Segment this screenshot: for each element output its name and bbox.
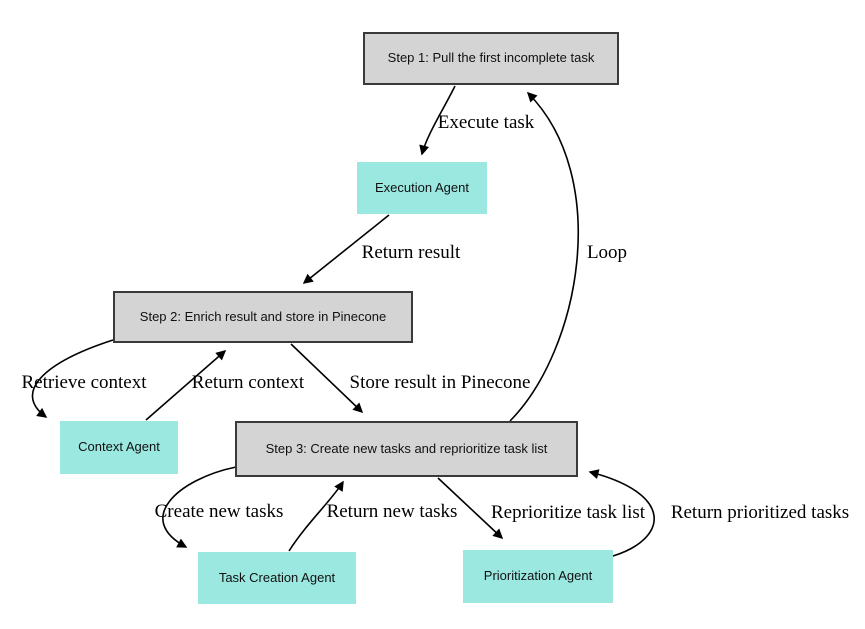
edge-label-reprioritize-task-list: Reprioritize task list [490, 502, 646, 523]
edge-execute-task-arrow [419, 85, 456, 156]
edge-label-create-new-tasks: Create new tasks [154, 501, 284, 522]
edge-reprioritize-arrow [437, 477, 504, 540]
edge-loop-arrow [509, 91, 579, 422]
edge-label-execute-task: Execute task [437, 112, 535, 133]
node-prioritization-agent: Prioritization Agent [463, 550, 613, 603]
node-step1: Step 1: Pull the first incomplete task [363, 32, 619, 85]
edge-label-return-context: Return context [191, 372, 305, 393]
edge-return-prioritized-arrow [588, 469, 655, 557]
edge-create-new-tasks-arrow [162, 466, 237, 548]
node-context-agent: Context Agent [60, 421, 178, 474]
edge-label-return-result: Return result [361, 242, 461, 263]
edge-label-retrieve-context: Retrieve context [21, 372, 147, 393]
node-task-creation-agent: Task Creation Agent [198, 552, 356, 604]
node-step2: Step 2: Enrich result and store in Pinec… [113, 291, 413, 343]
edge-label-return-prioritized-tasks: Return prioritized tasks [670, 502, 850, 523]
edge-store-result-arrow [290, 343, 364, 414]
node-step3: Step 3: Create new tasks and reprioritiz… [235, 421, 578, 477]
edge-return-new-tasks-arrow [288, 480, 344, 552]
edge-return-result-arrow [302, 214, 390, 284]
edge-retrieve-context-arrow [31, 339, 114, 418]
edge-label-store-result: Store result in Pinecone [349, 372, 531, 393]
edge-label-return-new-tasks: Return new tasks [326, 501, 458, 522]
edge-return-context-arrow [145, 350, 227, 421]
edge-label-loop: Loop [586, 242, 628, 263]
node-execution-agent: Execution Agent [357, 162, 487, 214]
